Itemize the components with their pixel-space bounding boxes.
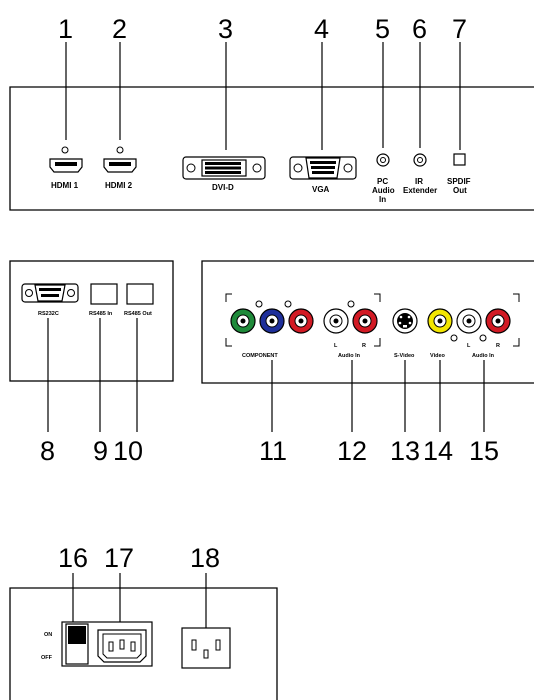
callout-2: 2 bbox=[112, 14, 127, 44]
callout-10: 10 bbox=[113, 436, 143, 466]
component-label: COMPONENT bbox=[242, 353, 278, 359]
spdif-label-1: SPDIF bbox=[447, 177, 471, 186]
pc-audio-label-2: Audio bbox=[372, 186, 395, 195]
component-blue-jack bbox=[259, 308, 285, 334]
hdmi-2-port: HDMI 2 bbox=[103, 146, 137, 190]
rs485-out-label: RS485 Out bbox=[124, 311, 152, 317]
serial-panel: RS232C RS485 In RS485 Out bbox=[9, 260, 174, 382]
vga-port: VGA bbox=[289, 156, 357, 194]
component-red-jack bbox=[288, 308, 314, 334]
hdmi-1-label: HDMI 1 bbox=[51, 181, 79, 190]
video-label: Video bbox=[430, 353, 446, 359]
callout-5: 5 bbox=[375, 14, 390, 44]
leader-lines-top bbox=[65, 42, 461, 150]
power-panel: ON OFF bbox=[9, 587, 278, 700]
callout-16: 16 bbox=[58, 543, 88, 573]
top-panel: HDMI 1 HDMI 2 DVI-D bbox=[9, 86, 534, 211]
audio-in-2-r-label: R bbox=[496, 343, 500, 349]
audio-in-1-l-label: L bbox=[334, 343, 338, 349]
dvi-port: DVI-D bbox=[182, 156, 266, 192]
power-inlet bbox=[97, 629, 147, 663]
callout-6: 6 bbox=[412, 14, 427, 44]
rs232c-port: RS232C bbox=[21, 283, 79, 317]
callout-7: 7 bbox=[452, 14, 467, 44]
video-yellow-jack bbox=[427, 308, 453, 334]
power-outlet bbox=[181, 627, 231, 669]
audio-in-1-left-jack bbox=[323, 308, 349, 334]
hdmi-2-label: HDMI 2 bbox=[105, 181, 133, 190]
callout-12: 12 bbox=[337, 436, 367, 466]
callout-17: 17 bbox=[104, 543, 134, 573]
vga-label: VGA bbox=[312, 185, 330, 194]
audio-in-1-r-label: R bbox=[362, 343, 366, 349]
callout-numbers-mid-right: 11 12 13 14 15 bbox=[259, 436, 499, 466]
switch-off-label: OFF bbox=[41, 655, 53, 661]
audio-in-2-right-jack bbox=[485, 308, 511, 334]
dvi-label: DVI-D bbox=[212, 183, 234, 192]
svideo-label: S-Video bbox=[394, 353, 415, 359]
callout-1: 1 bbox=[58, 14, 73, 44]
hdmi-1-port: HDMI 1 bbox=[49, 146, 83, 190]
audio-in-1-right-jack bbox=[352, 308, 378, 334]
pc-audio-label-3: In bbox=[379, 195, 386, 204]
rs485-out-port: RS485 Out bbox=[124, 283, 154, 317]
audio-in-2-left-jack bbox=[456, 308, 482, 334]
pc-audio-label-1: PC bbox=[377, 177, 388, 186]
pc-audio-port: PC Audio In bbox=[372, 153, 395, 204]
audio-in-2-label: Audio In bbox=[472, 353, 495, 359]
callout-11: 11 bbox=[259, 436, 287, 466]
leader-lines-mid-left bbox=[47, 318, 138, 432]
spdif-port: SPDIF Out bbox=[447, 153, 471, 195]
callout-numbers-top: 1 2 3 4 5 6 7 bbox=[58, 14, 467, 44]
rs485-in-port: RS485 In bbox=[89, 283, 118, 317]
av-panel: COMPONENT L R Audio In S-Video Video L R… bbox=[201, 260, 534, 384]
ir-extender-port: IR Extender bbox=[403, 153, 437, 195]
leader-lines-mid-right bbox=[271, 360, 485, 432]
callout-13: 13 bbox=[390, 436, 420, 466]
ir-label-2: Extender bbox=[403, 186, 437, 195]
callout-numbers-mid-left: 8 9 10 bbox=[40, 436, 143, 466]
rs485-in-label: RS485 In bbox=[89, 311, 113, 317]
audio-in-1-label: Audio In bbox=[338, 353, 361, 359]
callout-9: 9 bbox=[93, 436, 108, 466]
switch-on-label: ON bbox=[44, 632, 52, 638]
component-green-jack bbox=[230, 308, 256, 334]
svideo-jack bbox=[392, 308, 418, 334]
spdif-label-2: Out bbox=[453, 186, 467, 195]
callout-numbers-bottom: 16 17 18 bbox=[58, 543, 220, 573]
callout-3: 3 bbox=[218, 14, 233, 44]
callout-15: 15 bbox=[469, 436, 499, 466]
rs232c-label: RS232C bbox=[38, 311, 59, 317]
ir-label-1: IR bbox=[415, 177, 423, 186]
callout-14: 14 bbox=[423, 436, 453, 466]
callout-8: 8 bbox=[40, 436, 55, 466]
callout-18: 18 bbox=[190, 543, 220, 573]
audio-in-2-l-label: L bbox=[467, 343, 471, 349]
callout-4: 4 bbox=[314, 14, 329, 44]
